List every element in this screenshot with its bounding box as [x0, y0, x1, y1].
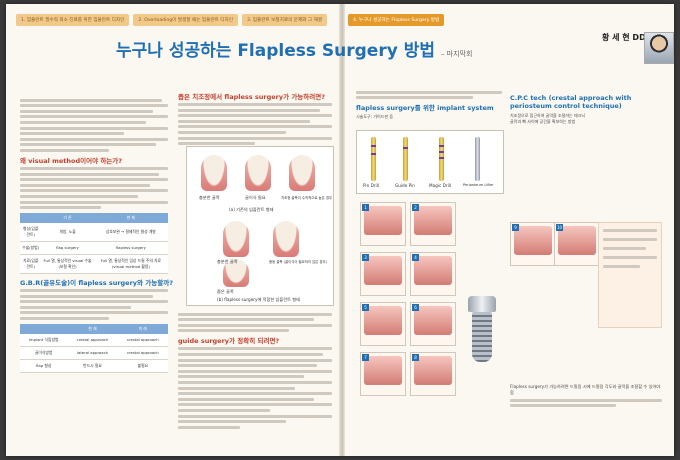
table-row: 형성(임플란트) 개방, 노출 상호보완 → 절제적인 형성 개발 [20, 223, 168, 243]
step-panel-2: 2 [410, 202, 456, 246]
table-row: implant 식립방법 crestal approach crestal ap… [20, 334, 168, 348]
cpc-callout-box [598, 222, 662, 328]
tool-pin-drill: Pin Drill [363, 183, 380, 188]
page-gutter [339, 4, 345, 456]
closing-text: Flapless surgery가 가능하려면 드릴링 시에 드릴링 각도와 골… [510, 384, 662, 410]
step-panel-4: 4 [410, 252, 456, 296]
left-column-1: 왜 visual method이어야 하는가? 기 존 현 재 형성(임플란트)… [20, 96, 173, 377]
caption-b2: 중등 골폭 (골이식이 필요하지 않은 경우) [269, 260, 327, 264]
caption-a1: 충분한 골폭 [199, 195, 220, 200]
implant-shape-figure: 충분한 골폭 골이식 필요 치조정 골폭이 수직적으로 높은 경우 (a) 기존… [186, 146, 334, 306]
system-note: 시술도구: 가이드핀 등 [356, 114, 394, 120]
table-row: flap 형성 반드시 필요 불필요 [20, 359, 168, 374]
author-block: 황 세 현 DDS [602, 32, 674, 64]
table-row: 치료(임플란트) Full 열, 통상적인 visual 수술(보철 확인) F… [20, 254, 168, 275]
right-column-2: C.P.C tech (crestal approach with perios… [510, 88, 662, 125]
cpc-note-2: 골막과 뼈 사이에 공간을 확보하는 방법 [510, 119, 576, 124]
comparison-table-2: 현 재 미 래 implant 식립방법 crestal approach cr… [20, 324, 168, 374]
heading-guide-surgery: guide surgery가 정확히 되려면? [178, 337, 280, 346]
step-panel-3: 3 [360, 252, 406, 296]
implant-illustration [460, 296, 504, 366]
caption-b1: 충분한 골폭 [217, 259, 238, 264]
caption-a2: 골이식 필요 [245, 195, 266, 200]
title-text: 누구나 성공하는 Flapless Surgery 방법 [116, 41, 436, 61]
tab-part-2[interactable]: 2. Overloading이 발생할 때는 임플란트 디자인 [133, 14, 238, 26]
figure-label-b: (b) flapless surgery에 적합한 임플란트 형태 [217, 297, 300, 302]
closing-paragraph: Flapless surgery가 가능하려면 드릴링 시에 드릴링 각도와 골… [510, 384, 661, 395]
right-column-1: flapless surgery를 위한 implant system 시술도구… [356, 88, 502, 120]
magazine-spread: 1. 임플란트 필수적 최소 진료를 위한 임플란트 디자인 2. Overlo… [6, 4, 674, 456]
series-tabs-right: 4. 누구나 성공하는 Flapless Surgery 방법 [348, 14, 445, 26]
cpc-note-1: 치조정으로 접근하여 골막을 조절하는 테크닉 [510, 113, 586, 118]
left-column-2: 좁은 치조정에서 flapless surgery가 가능하려면? [178, 88, 332, 148]
step-panel-8: 8 [410, 352, 456, 396]
heading-implant-system: flapless surgery를 위한 implant system [356, 104, 494, 113]
heading-visual-method: 왜 visual method이어야 하는가? [20, 156, 123, 165]
author-name: 황 세 현 DDS [602, 33, 652, 42]
step-panel-7: 7 [360, 352, 406, 396]
heading-cpc-tech: C.P.C tech (crestal approach with perios… [510, 94, 632, 110]
caption-a3: 치조정 골폭이 수직적으로 높은 경우 [281, 196, 333, 200]
step-panel-6: 6 [410, 302, 456, 346]
tool-magic-drill: Magic Drill [429, 183, 452, 188]
article-title: 누구나 성공하는 Flapless Surgery 방법 – 마지막회 [116, 36, 472, 61]
left-column-2b: guide surgery가 정확히 되려면? [178, 310, 332, 431]
tab-part-1[interactable]: 1. 임플란트 필수적 최소 진료를 위한 임플란트 디자인 [16, 14, 130, 26]
table-row: 수술(방법) flap surgery flapless surgery [20, 241, 168, 256]
table-row: 골이식방법 lateral approach crestal approach [20, 346, 168, 361]
step-panel-1: 1 [360, 202, 406, 246]
step-panel-10: 10 [554, 222, 600, 266]
tool-figure: Pin Drill Guide Pin Magic Drill Perioste… [356, 130, 504, 194]
tab-part-3[interactable]: 3. 임플란트 보철치료의 문제와 그 해결 [241, 14, 328, 26]
heading-gbr: G.B.R(골유도술)이 flapless surgery와 가능할까? [20, 279, 173, 288]
tab-part-4[interactable]: 4. 누구나 성공하는 Flapless Surgery 방법 [348, 14, 445, 26]
step-panel-9: 9 [510, 222, 556, 266]
author-photo [644, 32, 674, 64]
comparison-table-1: 기 존 현 재 형성(임플란트) 개방, 노출 상호보완 → 절제적인 형성 개… [20, 213, 168, 275]
tool-periosteum-lifter: Periosteum Lifter [463, 183, 494, 187]
tool-guide-pin: Guide Pin [395, 183, 415, 188]
figure-label-a: (a) 기존의 임플란트 형태 [229, 207, 274, 212]
title-subtitle: – 마지막회 [440, 50, 473, 58]
caption-b3: 좁은 골폭 [217, 289, 234, 294]
heading-narrow-ridge: 좁은 치조정에서 flapless surgery가 가능하려면? [178, 93, 325, 101]
series-tabs-left: 1. 임플란트 필수적 최소 진료를 위한 임플란트 디자인 2. Overlo… [16, 14, 328, 26]
step-panel-5: 5 [360, 302, 406, 346]
